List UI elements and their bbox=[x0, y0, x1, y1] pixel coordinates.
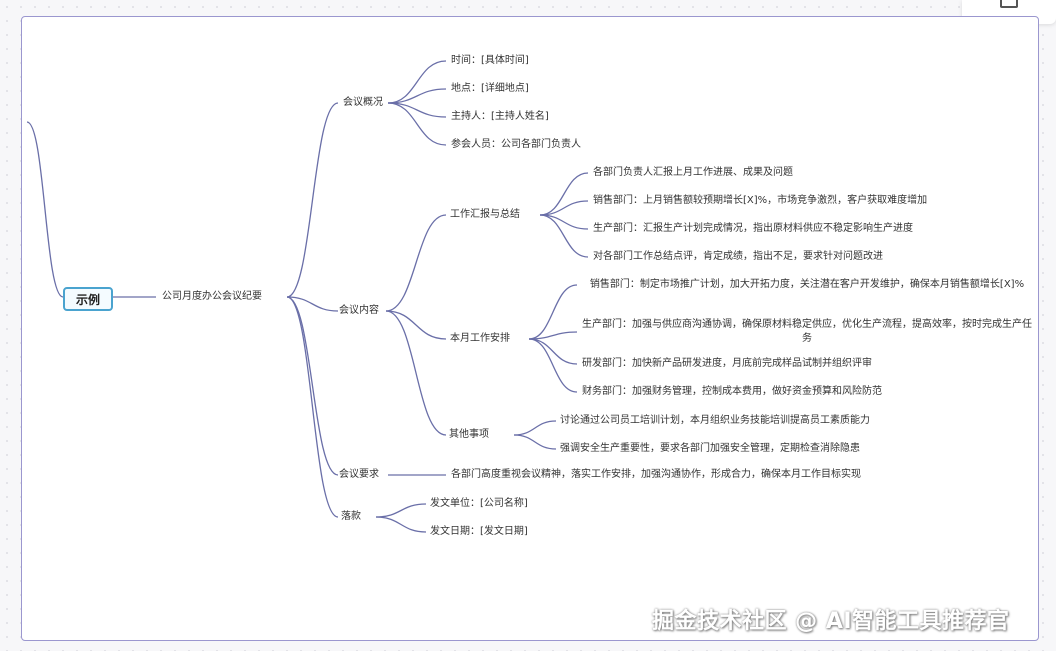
leaf-location[interactable]: 地点：[详细地点] bbox=[451, 83, 529, 94]
edge-report-leaf-0 bbox=[539, 172, 589, 216]
edge-signature-leaf-1 bbox=[375, 516, 427, 533]
edge-overview-leaf-0 bbox=[387, 60, 447, 104]
export-icon bbox=[1000, 0, 1018, 8]
node-content[interactable]: 会议内容 bbox=[339, 305, 379, 316]
leaf-attendees[interactable]: 参会人员：公司各部门负责人 bbox=[451, 139, 581, 150]
edge-report-leaf-3 bbox=[539, 214, 589, 258]
edge-requirements bbox=[286, 296, 339, 476]
leaf-report-3[interactable]: 生产部门：汇报生产计划完成情况，指出原材料供应不稳定影响生产进度 bbox=[593, 223, 913, 234]
edge-other-leaf-1 bbox=[513, 434, 557, 450]
connector-lines bbox=[26, 60, 589, 533]
leaf-other-2[interactable]: 强调安全生产重要性，要求各部门加强安全管理，定期检查消除隐患 bbox=[560, 443, 860, 454]
edge-other bbox=[385, 310, 447, 436]
title-node[interactable]: 公司月度办公会议纪要 bbox=[162, 291, 262, 302]
node-other[interactable]: 其他事项 bbox=[449, 429, 489, 440]
leaf-plan-2[interactable]: 生产部门：加强与供应商沟通协调，确保原材料稳定供应，优化生产流程，提高效率，按时… bbox=[582, 319, 1032, 344]
edge-content bbox=[286, 296, 339, 312]
leaf-report-2[interactable]: 销售部门：上月销售额较预期增长[X]%，市场竞争激烈，客户获取难度增加 bbox=[593, 195, 928, 206]
watermark: 掘金技术社区 @ AI智能工具推荐官 bbox=[652, 609, 1010, 634]
edge-plan-leaf-0 bbox=[528, 284, 578, 340]
leaf-requirements[interactable]: 各部门高度重视会议精神，落实工作安排，加强沟通协作，形成合力，确保本月工作目标实… bbox=[451, 469, 861, 480]
leaf-host[interactable]: 主持人：[主持人姓名] bbox=[451, 111, 549, 122]
leaf-report-4[interactable]: 对各部门工作总结点评，肯定成绩，指出不足，要求针对问题改进 bbox=[593, 251, 883, 262]
node-overview[interactable]: 会议概况 bbox=[343, 97, 383, 108]
edge-report-leaf-1 bbox=[539, 200, 589, 216]
edge-plan-leaf-3 bbox=[528, 338, 578, 393]
leaf-time[interactable]: 时间：[具体时间] bbox=[451, 55, 529, 66]
node-plan[interactable]: 本月工作安排 bbox=[450, 333, 510, 344]
node-requirements[interactable]: 会议要求 bbox=[339, 469, 379, 480]
edge-other-leaf-0 bbox=[513, 420, 557, 436]
leaf-report-1[interactable]: 各部门负责人汇报上月工作进展、成果及问题 bbox=[593, 167, 793, 178]
root-node[interactable]: 示例 bbox=[63, 287, 113, 311]
leaf-issuer[interactable]: 发文单位：[公司名称] bbox=[430, 498, 528, 509]
edge-signature-leaf-0 bbox=[375, 503, 427, 518]
edge-overview bbox=[286, 102, 339, 298]
mindmap-canvas[interactable]: 示例 公司月度办公会议纪要 会议概况 时间：[具体时间] 地点：[详细地点] 主… bbox=[21, 16, 1039, 641]
edge-overview-leaf-3 bbox=[387, 102, 447, 146]
node-report[interactable]: 工作汇报与总结 bbox=[450, 209, 520, 220]
edge-overview-leaf-1 bbox=[387, 88, 447, 104]
leaf-plan-3[interactable]: 研发部门：加快新产品研发进度，月底前完成样品试制并组织评审 bbox=[582, 358, 872, 369]
node-signature[interactable]: 落款 bbox=[341, 511, 361, 522]
edge-plan-leaf-2 bbox=[528, 338, 578, 365]
edge-report bbox=[385, 214, 447, 312]
leaf-other-1[interactable]: 讨论通过公司员工培训计划，本月组织业务技能培训提高员工素质能力 bbox=[560, 415, 870, 426]
edge-plan bbox=[385, 310, 447, 340]
edge-signature bbox=[286, 296, 339, 518]
edge-plan-leaf-1 bbox=[528, 331, 578, 340]
leaf-date[interactable]: 发文日期：[发文日期] bbox=[430, 526, 528, 537]
leaf-plan-1[interactable]: 销售部门：制定市场推广计划，加大开拓力度，关注潜在客户开发维护，确保本月销售额增… bbox=[589, 279, 1025, 290]
leaf-plan-4[interactable]: 财务部门：加强财务管理，控制成本费用，做好资金预算和风险防范 bbox=[582, 386, 882, 397]
edge-left-stray bbox=[26, 121, 64, 298]
